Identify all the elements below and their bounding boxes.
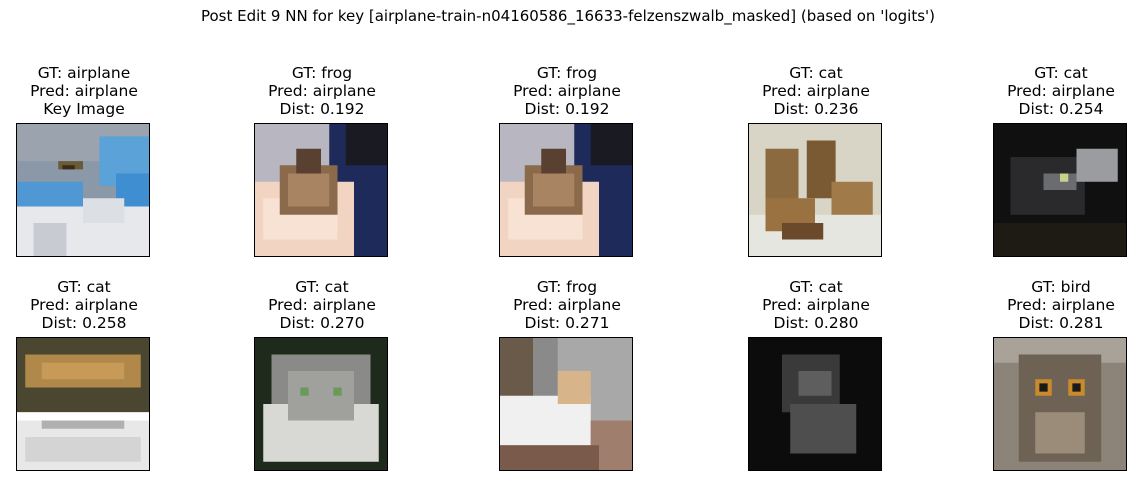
panel-gt-label: GT: frog: [291, 64, 353, 82]
panel-caption: GT: cat Pred: airplane Dist: 0.258: [0, 278, 184, 332]
panel-pred-label: Pred: airplane: [268, 296, 376, 314]
panel-pred-label: Pred: airplane: [30, 296, 138, 314]
panel-dist-label: Dist: 0.236: [773, 100, 859, 118]
panel-thumbnail: [748, 123, 882, 257]
panel-thumbnail: [748, 337, 882, 471]
panel-dist-label: Dist: 0.258: [41, 314, 127, 332]
panel-gt-label: GT: airplane: [37, 64, 131, 82]
panel-thumbnail: [16, 337, 150, 471]
panel-dist-label: Dist: 0.281: [1018, 314, 1104, 332]
panel-dist-label: Dist: 0.192: [524, 100, 610, 118]
panel-caption: GT: airplane Pred: airplane Key Image: [0, 64, 184, 118]
panel-pred-label: Pred: airplane: [762, 296, 870, 314]
panel-dist-label: Key Image: [43, 100, 125, 118]
panel-caption: GT: bird Pred: airplane Dist: 0.281: [961, 278, 1136, 332]
panel-gt-label: GT: cat: [57, 278, 111, 296]
figure-title: Post Edit 9 NN for key [airplane-train-n…: [200, 7, 936, 25]
panel-gt-label: GT: cat: [789, 278, 843, 296]
panel-thumbnail: [993, 123, 1127, 257]
panel-pred-label: Pred: airplane: [762, 82, 870, 100]
panel-caption: GT: cat Pred: airplane Dist: 0.270: [222, 278, 422, 332]
panel-gt-label: GT: bird: [1031, 278, 1091, 296]
panel-thumbnail: [499, 123, 633, 257]
panel-pred-label: Pred: airplane: [513, 82, 621, 100]
panel-gt-label: GT: cat: [789, 64, 843, 82]
panel-gt-label: GT: cat: [1034, 64, 1088, 82]
panel-thumbnail: [254, 123, 388, 257]
panel-caption: GT: cat Pred: airplane Dist: 0.236: [716, 64, 916, 118]
panel-gt-label: GT: frog: [536, 278, 598, 296]
panel-thumbnail: [993, 337, 1127, 471]
panel-pred-label: Pred: airplane: [268, 82, 376, 100]
panel-gt-label: GT: frog: [536, 64, 598, 82]
panel-caption: GT: frog Pred: airplane Dist: 0.271: [467, 278, 667, 332]
panel-gt-label: GT: cat: [295, 278, 349, 296]
panel-caption: GT: frog Pred: airplane Dist: 0.192: [222, 64, 422, 118]
panel-pred-label: Pred: airplane: [1007, 296, 1115, 314]
panel-dist-label: Dist: 0.192: [279, 100, 365, 118]
panel-pred-label: Pred: airplane: [30, 82, 138, 100]
panel-dist-label: Dist: 0.280: [773, 314, 859, 332]
panel-dist-label: Dist: 0.254: [1018, 100, 1104, 118]
panel-thumbnail: [16, 123, 150, 257]
panel-dist-label: Dist: 0.270: [279, 314, 365, 332]
panel-caption: GT: frog Pred: airplane Dist: 0.192: [467, 64, 667, 118]
panel-caption: GT: cat Pred: airplane Dist: 0.280: [716, 278, 916, 332]
panel-caption: GT: cat Pred: airplane Dist: 0.254: [961, 64, 1136, 118]
panel-pred-label: Pred: airplane: [1007, 82, 1115, 100]
panel-dist-label: Dist: 0.271: [524, 314, 610, 332]
panel-thumbnail: [254, 337, 388, 471]
panel-pred-label: Pred: airplane: [513, 296, 621, 314]
panel-thumbnail: [499, 337, 633, 471]
